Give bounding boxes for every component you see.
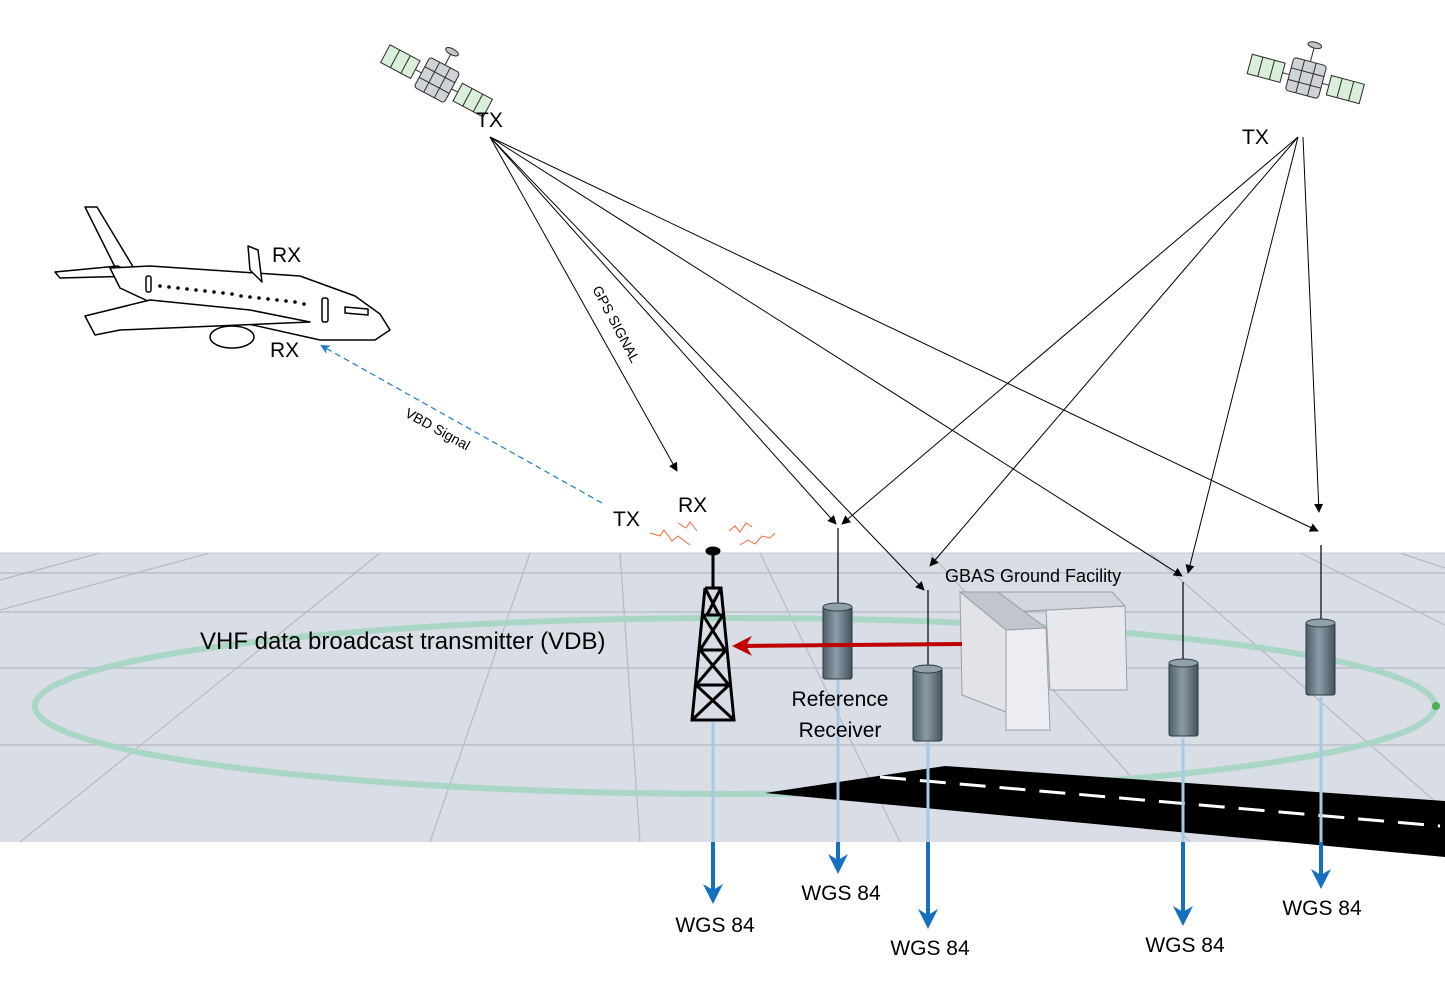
- gps-signal-label: GPS SIGNAL: [589, 283, 643, 366]
- vdb-rx-label: RX: [678, 494, 707, 517]
- satellite-1-tx-label: TX: [476, 109, 503, 132]
- vbd-signal-label: VBD Signal: [403, 405, 473, 454]
- runway-icon: [765, 766, 1445, 857]
- wgs84-receiver-2-label: WGS 84: [890, 937, 970, 960]
- wgs84-receiver-4-label: WGS 84: [1282, 897, 1362, 920]
- aircraft-rx-top-label: RX: [272, 244, 301, 267]
- vdb-tower-icon: [690, 546, 736, 722]
- satellite-icon: [379, 44, 494, 118]
- receiver-masts: [837, 528, 1322, 668]
- aircraft-windows: [158, 284, 306, 306]
- reference-receiver-label-line1: Reference: [792, 688, 889, 711]
- reference-receiver-label-line2: Receiver: [799, 719, 882, 742]
- gbas-building-icon: [958, 590, 1128, 731]
- satellite-2-tx-label: TX: [1242, 126, 1269, 149]
- wgs84-guide-lines: [711, 680, 1323, 842]
- aircraft-icon: [54, 206, 391, 349]
- vbd-signal-link: [320, 345, 603, 504]
- gbas-facility-label: GBAS Ground Facility: [945, 566, 1121, 586]
- satellite-icon: [1246, 41, 1365, 105]
- vdb-transmitter-label: VHF data broadcast transmitter (VDB): [200, 628, 605, 655]
- reference-to-vdb-link: [732, 635, 963, 656]
- wgs84-arrows: [703, 842, 1331, 929]
- vdb-tx-label: TX: [613, 508, 640, 531]
- wgs84-receiver-1-label: WGS 84: [801, 882, 881, 905]
- wgs84-receiver-3-label: WGS 84: [1145, 934, 1225, 957]
- gps-signal-lines: [489, 136, 1324, 591]
- reference-receiver-icon: [822, 602, 1336, 742]
- vdb-signal-sparks: [649, 521, 776, 546]
- wgs84-tower-label: WGS 84: [675, 914, 755, 937]
- aircraft-rx-bottom-label: RX: [270, 339, 299, 362]
